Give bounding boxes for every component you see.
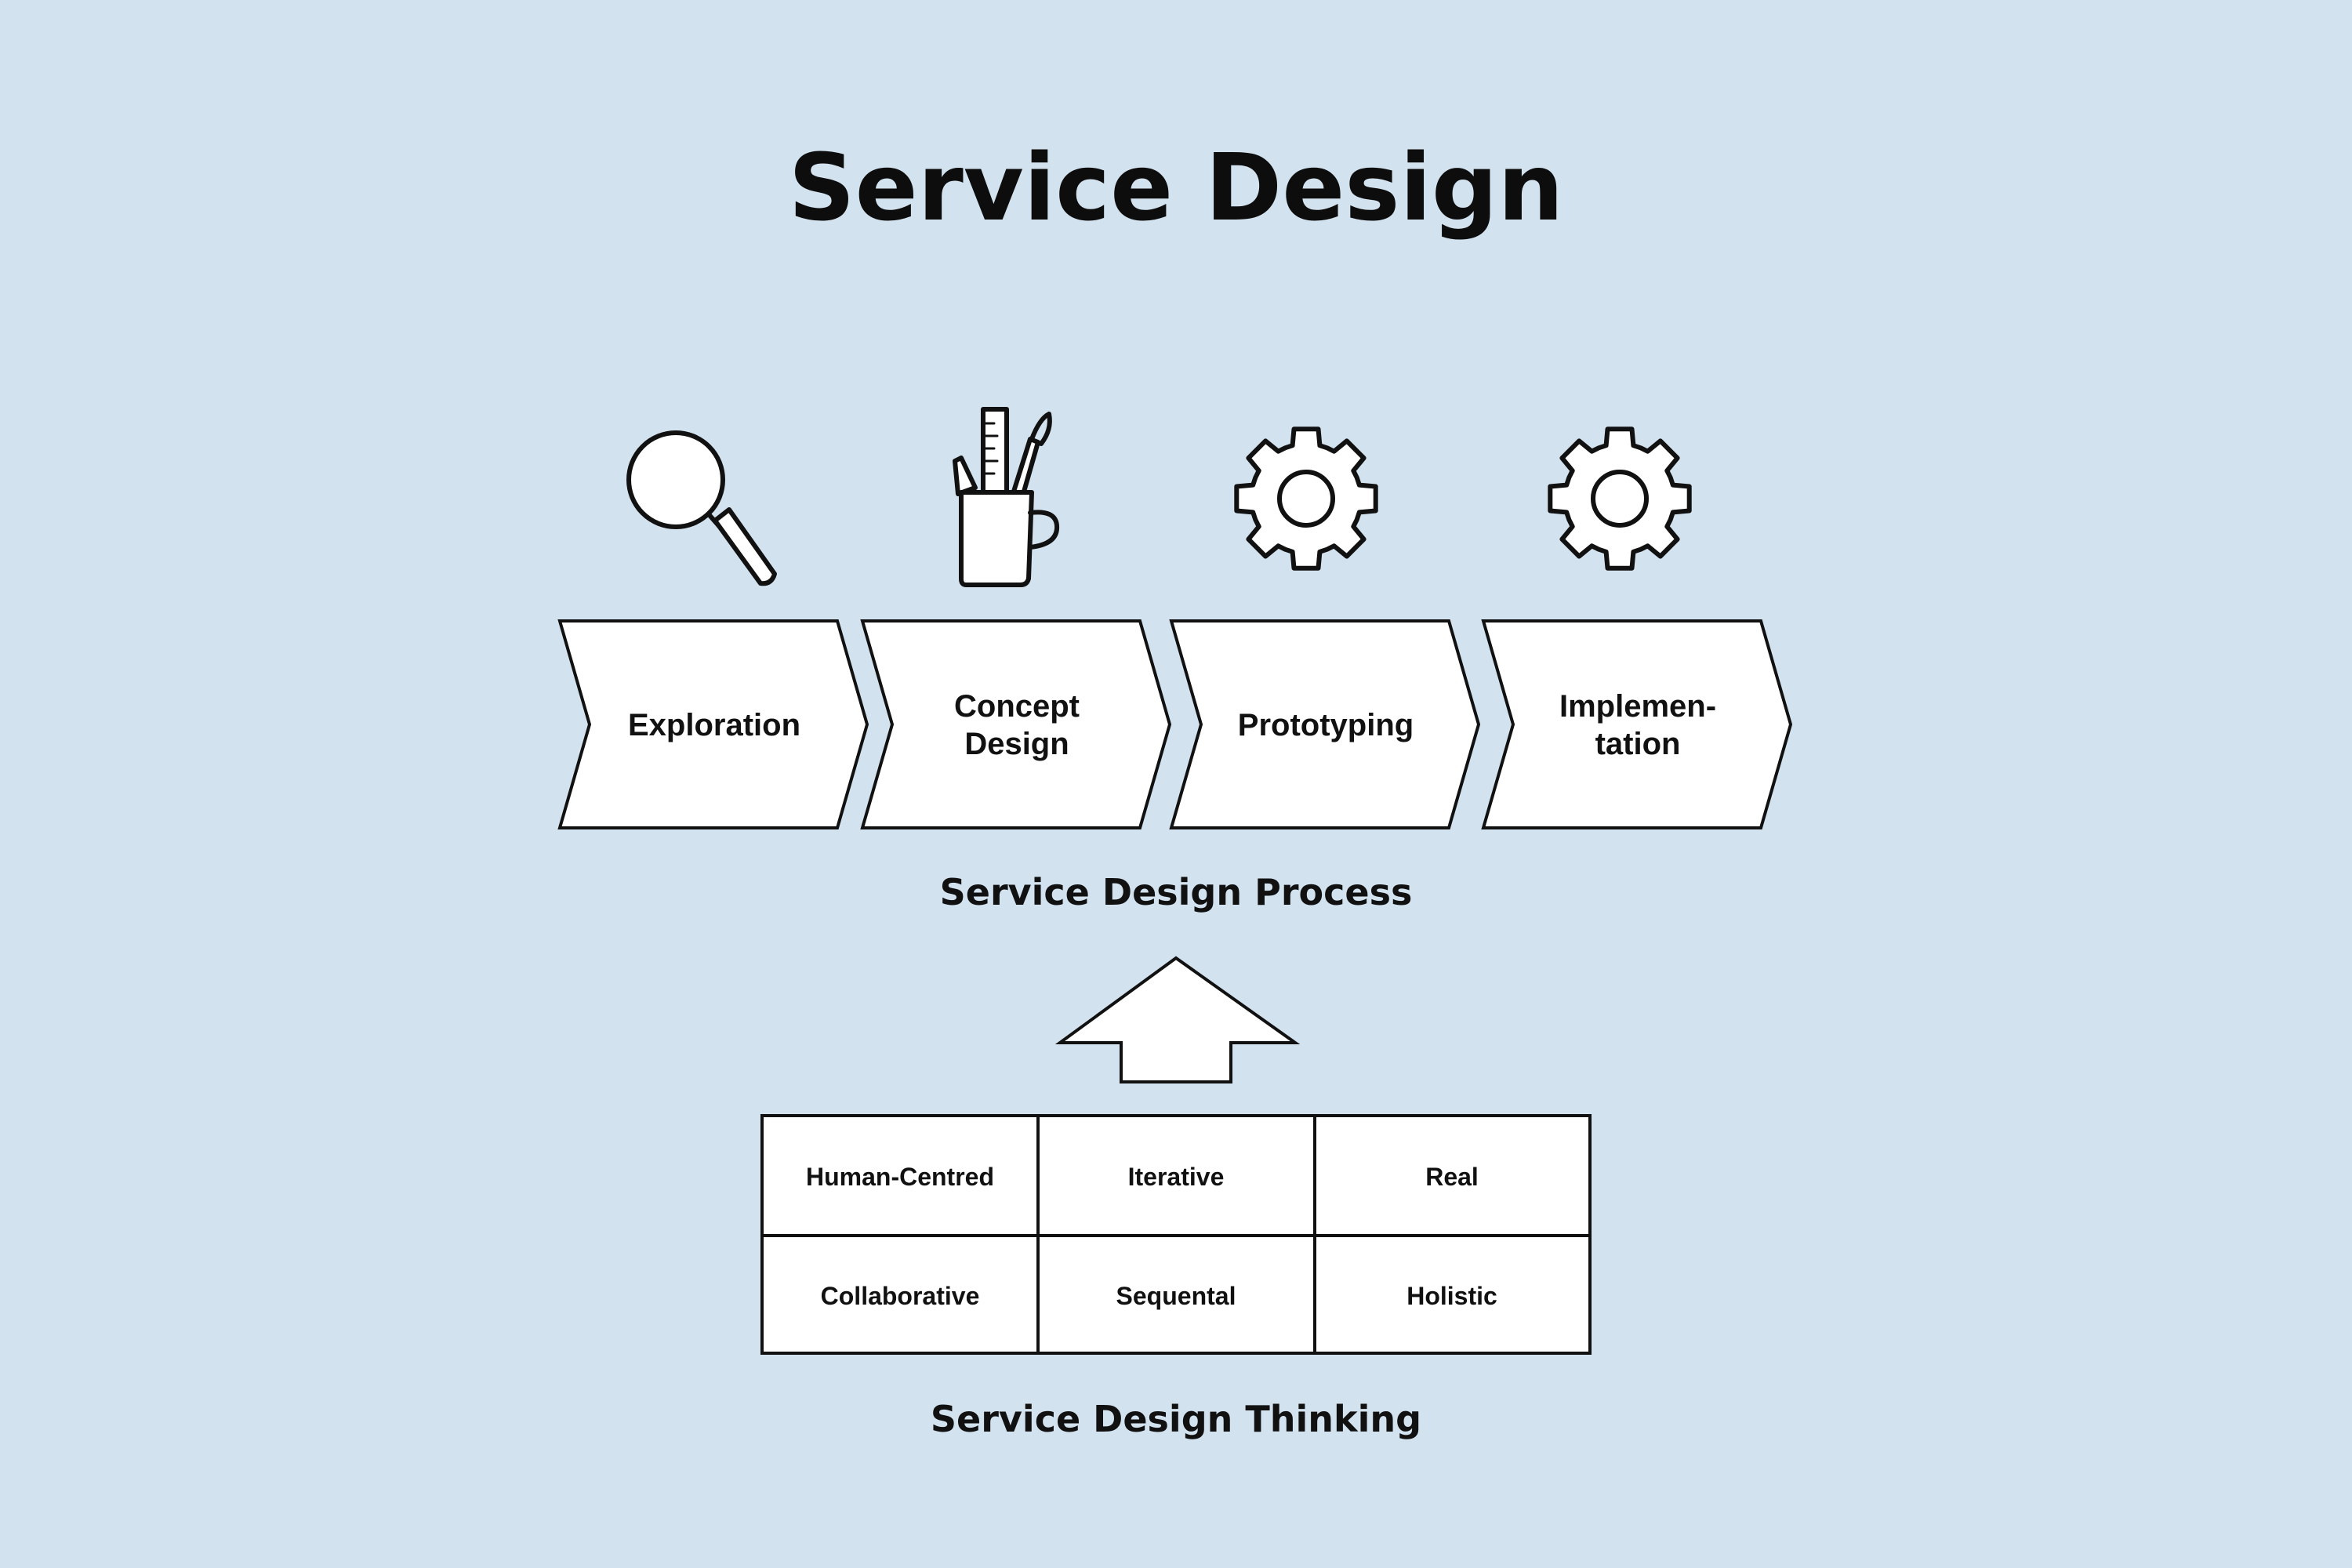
principle-cell: Human-Centred bbox=[806, 1163, 994, 1191]
step-label: tation bbox=[1595, 727, 1681, 761]
process-step: Prototyping bbox=[1169, 619, 1481, 829]
chevron-shape bbox=[557, 619, 869, 829]
chevron-shape bbox=[860, 619, 1172, 829]
magnifying-glass-icon bbox=[626, 430, 777, 586]
pencil-cup-icon bbox=[953, 407, 1060, 587]
chevron-shape bbox=[1481, 619, 1793, 829]
chevron-shape bbox=[1169, 619, 1481, 829]
step-label: Implemen- bbox=[1559, 689, 1716, 724]
thinking-caption: Service Design Thinking bbox=[931, 1398, 1421, 1440]
step-label: Exploration bbox=[628, 708, 800, 742]
principle-cell: Iterative bbox=[1128, 1163, 1225, 1191]
process-icons bbox=[626, 407, 1692, 587]
page-title: Service Design bbox=[789, 133, 1564, 241]
step-label: Prototyping bbox=[1238, 708, 1414, 742]
principle-cell: Real bbox=[1425, 1163, 1479, 1191]
process-caption: Service Design Process bbox=[940, 871, 1413, 913]
step-label: Design bbox=[964, 727, 1069, 761]
process-step: Implemen-tation bbox=[1481, 619, 1793, 829]
step-label: Concept bbox=[954, 689, 1080, 724]
principle-cell: Sequental bbox=[1116, 1282, 1236, 1310]
hatched-gear-icon bbox=[1234, 426, 1378, 571]
gear-icon bbox=[1548, 426, 1692, 571]
process-step: Exploration bbox=[557, 619, 869, 829]
up-arrow-icon bbox=[1054, 956, 1301, 1083]
principle-cell: Collaborative bbox=[821, 1282, 980, 1310]
principle-cell: Holistic bbox=[1406, 1282, 1497, 1310]
